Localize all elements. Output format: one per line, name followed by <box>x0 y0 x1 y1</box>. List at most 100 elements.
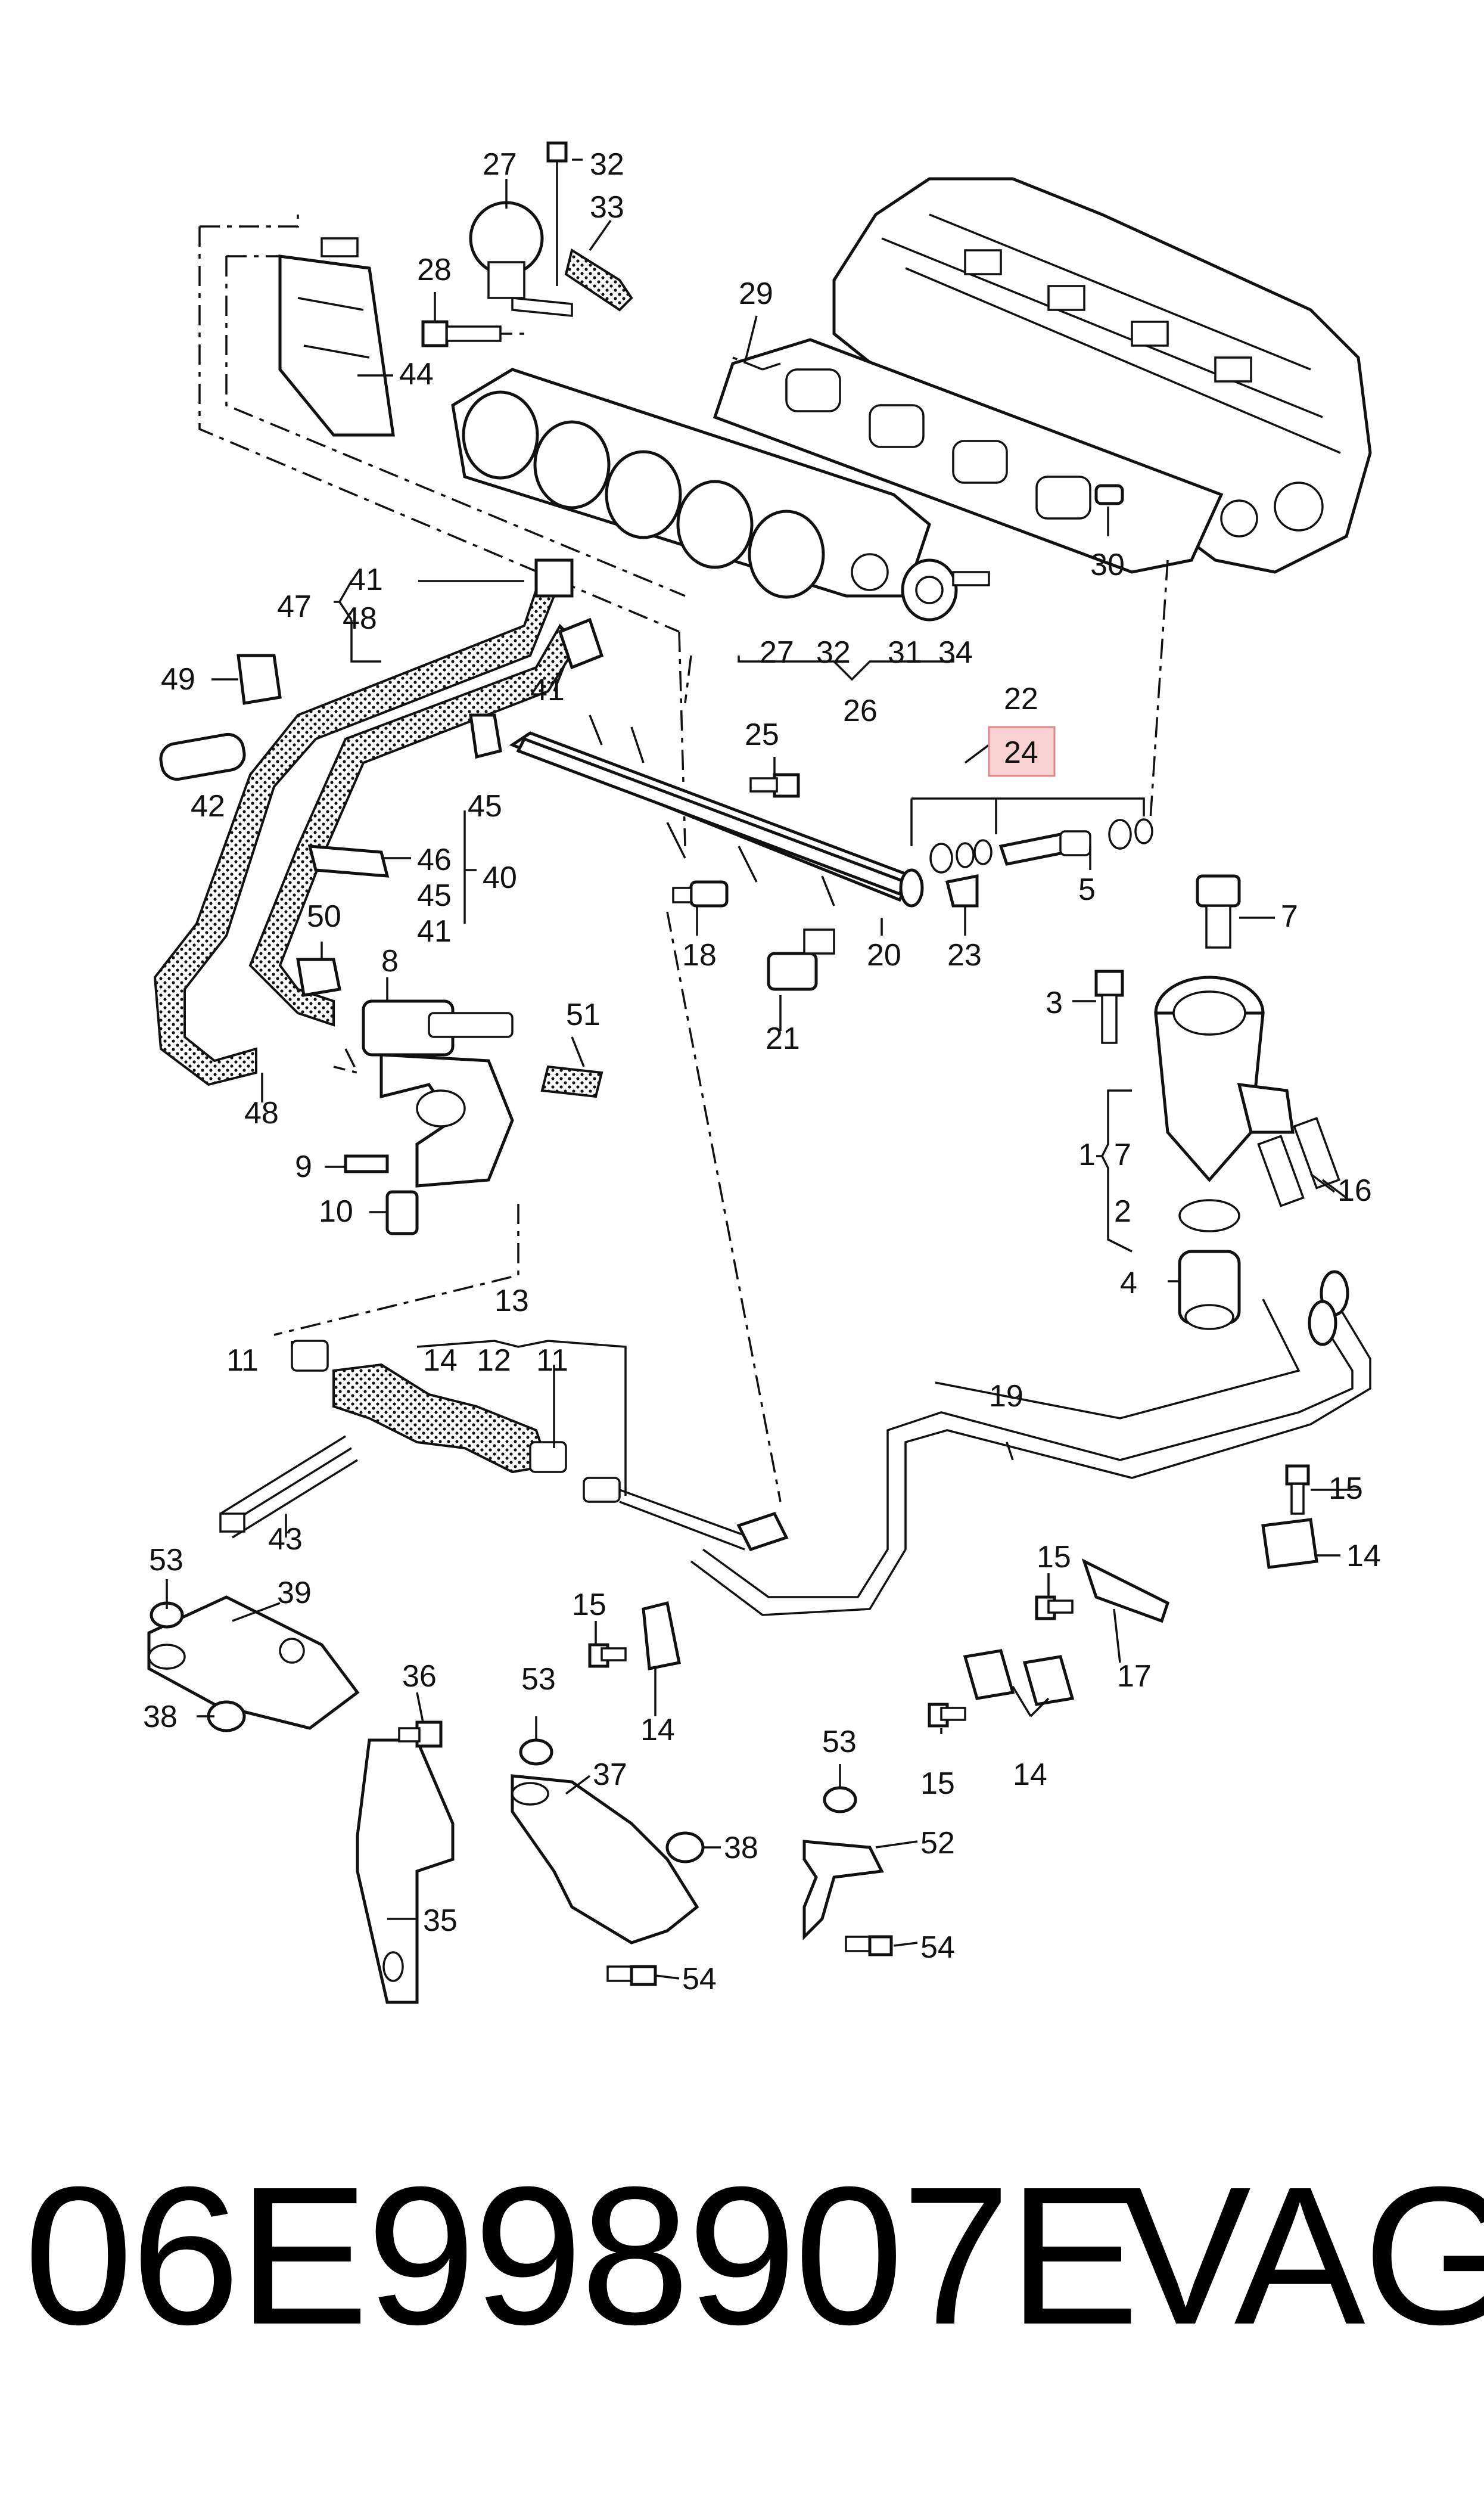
pipe-13 <box>583 1477 789 1552</box>
clip-49 <box>237 654 282 705</box>
roller-tappet-4 <box>1178 1250 1241 1330</box>
callout-41c: 41 <box>417 914 452 949</box>
callout-54a: 54 <box>682 1962 717 1996</box>
clip-23 <box>945 874 979 908</box>
callout-49: 49 <box>161 662 195 697</box>
callout-54b: 54 <box>920 1930 955 1965</box>
callout-16: 16 <box>1337 1173 1372 1208</box>
callout-37: 37 <box>593 1757 627 1792</box>
callout-53a: 53 <box>149 1543 183 1577</box>
callout-33: 33 <box>590 190 624 225</box>
bolt-9 <box>344 1154 389 1173</box>
parts-diagram: 27 32 33 28 29 44 30 41 47 48 49 41 27 3… <box>143 141 1381 2004</box>
sensor-7 <box>1196 874 1241 949</box>
callout-4: 4 <box>1120 1266 1137 1300</box>
callout-15b: 15 <box>1037 1540 1071 1574</box>
callout-25: 25 <box>745 718 779 752</box>
callout-41a: 41 <box>349 563 383 597</box>
callout-15c: 15 <box>572 1588 606 1622</box>
nut-53b <box>519 1738 553 1766</box>
callout-21: 21 <box>766 1021 800 1056</box>
callout-15d: 15 <box>920 1766 955 1801</box>
callout-14a: 14 <box>423 1343 458 1378</box>
callout-14b: 14 <box>1346 1539 1381 1573</box>
callout-9: 9 <box>295 1150 312 1184</box>
callout-32b: 32 <box>816 635 851 670</box>
callout-45b: 45 <box>417 878 452 913</box>
dowel-30 <box>1094 484 1124 505</box>
bracket-37 <box>511 1774 699 1945</box>
bolt-54a <box>606 1965 657 1986</box>
clip-45 <box>469 713 502 759</box>
intake-manifold <box>451 368 931 599</box>
high-pressure-pump-1 <box>1154 976 1295 1182</box>
callout-35: 35 <box>423 1903 458 1938</box>
part-number: 06E998907E <box>24 2145 1139 2365</box>
callout-27b: 27 <box>760 635 794 670</box>
nut-53c <box>823 1786 857 1813</box>
callout-34: 34 <box>938 635 973 670</box>
bolt-28 <box>421 320 502 347</box>
callout-13: 13 <box>494 1284 529 1318</box>
callout-23: 23 <box>947 938 982 973</box>
fuel-hose-12 <box>291 1340 567 1474</box>
egr-valve <box>469 141 573 317</box>
clamps-14c <box>963 1649 1075 1706</box>
callout-41b: 41 <box>530 673 565 707</box>
bolt-15d <box>1035 1595 1074 1620</box>
hose-51 <box>540 1065 603 1098</box>
callout-14d: 14 <box>1013 1757 1047 1792</box>
callout-12: 12 <box>477 1343 511 1378</box>
bracket-52 <box>802 1840 884 1941</box>
callout-7b: 7 <box>1114 1138 1131 1172</box>
callout-53b: 53 <box>521 1662 556 1697</box>
callout-labels: 27 32 33 28 29 44 30 41 47 48 49 41 27 3… <box>143 147 1381 1996</box>
callout-50: 50 <box>307 899 341 934</box>
callout-11b: 11 <box>536 1343 568 1378</box>
sensor-10 <box>385 1190 419 1235</box>
callout-3: 3 <box>1046 986 1063 1020</box>
cable-ties-43 <box>219 1435 358 1539</box>
callout-52: 52 <box>920 1826 955 1860</box>
bracket-35 <box>356 1738 455 2004</box>
bolt-15c <box>928 1703 966 1728</box>
bolt-25 <box>749 773 800 798</box>
callout-44: 44 <box>399 357 434 392</box>
callout-14c: 14 <box>640 1713 675 1747</box>
callout-11a: 11 <box>226 1343 259 1378</box>
callout-51: 51 <box>566 998 601 1032</box>
callout-36: 36 <box>402 1659 437 1694</box>
bracket-17 <box>1081 1558 1170 1623</box>
callout-17: 17 <box>1117 1659 1152 1694</box>
callout-5: 5 <box>1078 872 1096 907</box>
caption: 06E998907E VAG <box>0 2157 1484 2443</box>
callout-19: 19 <box>989 1379 1023 1414</box>
clamp-14b <box>642 1601 681 1670</box>
sleeve-42 <box>159 732 246 781</box>
injector-24 <box>929 818 1153 874</box>
callout-48a: 48 <box>343 601 377 636</box>
callout-42: 42 <box>191 789 225 824</box>
callout-47: 47 <box>277 589 312 624</box>
callout-7a: 7 <box>1281 899 1298 934</box>
callout-18: 18 <box>682 938 717 973</box>
callout-2: 2 <box>1114 1194 1131 1229</box>
valve-assembly-8 <box>362 999 514 1188</box>
o-ring-2 <box>1178 1199 1240 1232</box>
bolt-15b <box>588 1643 627 1668</box>
callout-30: 30 <box>1090 548 1125 582</box>
connector-41 <box>534 558 604 670</box>
callout-46: 46 <box>417 843 452 877</box>
callout-40: 40 <box>483 861 517 895</box>
bolt-36 <box>398 1720 443 1748</box>
brand-name: VAG <box>1120 2145 1484 2365</box>
callout-29: 29 <box>739 277 773 311</box>
leader-lines <box>166 159 1358 1980</box>
manifold-gasket <box>713 338 1224 574</box>
vacuum-hose-33 <box>564 248 633 312</box>
clips-46 <box>307 844 390 878</box>
callout-22: 22 <box>1004 682 1038 716</box>
callout-24: 24 <box>1004 735 1038 770</box>
clamp-14a <box>1261 1518 1318 1569</box>
bolt-54b <box>845 1935 893 1956</box>
